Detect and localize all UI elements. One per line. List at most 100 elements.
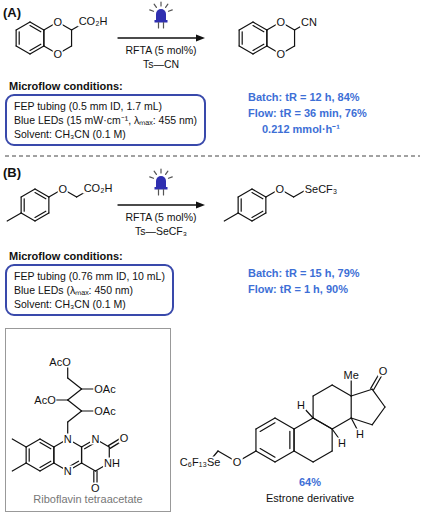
- bond-line: [26, 463, 40, 471]
- atom-label: CO₂H: [83, 183, 114, 194]
- bond-line: [29, 449, 30, 461]
- bond-line: [255, 429, 256, 451]
- bond-line: [256, 451, 275, 462]
- bond-line: [253, 46, 267, 54]
- atom-label: N: [63, 434, 73, 445]
- bond-line: [35, 189, 49, 197]
- led-dome: [156, 176, 166, 187]
- bond-line: [252, 213, 266, 221]
- atom-label: N: [63, 466, 73, 477]
- arrow-head: [196, 35, 205, 42]
- atom-label: O: [52, 49, 63, 60]
- reagent-label: RFTA (5 mol%): [125, 45, 198, 56]
- bond-line: [40, 461, 51, 467]
- bond-line: [289, 431, 290, 448]
- atom-label: Me: [343, 370, 360, 381]
- box-heading: Microflow conditions:: [9, 80, 123, 93]
- bond-line: [53, 447, 54, 463]
- bond-line: [275, 451, 294, 462]
- atom-label: NH: [103, 458, 121, 469]
- bond-line: [68, 411, 82, 422]
- bond-line: [239, 30, 240, 46]
- box-heading: Microflow conditions:: [9, 250, 123, 263]
- atom-label: H: [355, 429, 365, 440]
- bond-line: [35, 193, 46, 199]
- box-text: Blue LEDs (15 mW·cm⁻¹, λₘₐₓ: 455 nm): [14, 113, 197, 127]
- box-text: Blue LEDs (λₘₐₓ: 450 nm): [14, 283, 165, 297]
- box-text: Riboflavin tetraacetate: [33, 493, 142, 505]
- atom-label: O: [119, 433, 130, 444]
- bond-line: [166, 171, 168, 174]
- reagent-label: Ts—CN: [142, 59, 180, 70]
- led-base: [155, 20, 168, 23]
- bond-line: [238, 213, 252, 221]
- bond-line: [21, 197, 22, 213]
- bond-line: [118, 204, 199, 205]
- box-text: Solvent: CH₃CN (0.1 M): [14, 127, 197, 141]
- result-text: Batch: tR = 15 h, 79%: [248, 268, 360, 279]
- atom-label: C₆F₁₃Se: [179, 457, 222, 468]
- bond-line: [313, 418, 332, 429]
- bond-line: [252, 211, 263, 217]
- atom-label: O: [275, 17, 286, 28]
- bond-line: [81, 447, 82, 463]
- bond-line: [81, 447, 82, 463]
- bond-line: [12, 463, 26, 471]
- atom-label: O: [90, 483, 101, 494]
- bond-line: [294, 30, 295, 46]
- part-label: (B): [3, 166, 21, 179]
- bond-line: [293, 429, 294, 451]
- bond-line: [253, 26, 264, 32]
- bond-line: [21, 189, 35, 197]
- bond-line: [260, 423, 275, 432]
- structure-box: Riboflavin tetraacetate: [5, 328, 171, 512]
- atom-label: H: [337, 438, 347, 449]
- bond-line: [68, 400, 82, 411]
- bond-line: [372, 407, 385, 425]
- bond-line: [166, 4, 168, 7]
- part-label: (A): [3, 6, 21, 19]
- bond-line: [7, 213, 21, 221]
- divider-line: [5, 156, 420, 157]
- yield-label: 64%: [299, 477, 321, 488]
- bond-line: [313, 418, 332, 429]
- bond-line: [40, 439, 54, 447]
- atom-label: AcO: [48, 357, 71, 368]
- bond-line: [294, 418, 313, 429]
- bond-line: [43, 30, 44, 46]
- bond-line: [30, 26, 41, 32]
- bond-line: [294, 451, 313, 462]
- bond-line: [242, 32, 243, 44]
- bond-line: [30, 44, 41, 50]
- bond-line: [82, 463, 96, 471]
- bond-line: [26, 447, 27, 463]
- bond-line: [252, 189, 266, 197]
- bond-line: [293, 429, 294, 451]
- result-text: 0.212 mmol·h⁻¹: [262, 124, 340, 135]
- bond-line: [351, 396, 352, 418]
- bond-line: [239, 22, 253, 30]
- bond-line: [160, 169, 161, 173]
- bond-line: [16, 22, 30, 30]
- bond-line: [238, 189, 252, 197]
- bond-line: [252, 193, 263, 199]
- bond-line: [332, 429, 333, 451]
- conditions-box: Microflow conditions:FEP tubing (0.5 mm …: [5, 94, 206, 146]
- bond-line: [238, 197, 239, 213]
- bond-line: [118, 37, 199, 38]
- bond-line: [253, 22, 267, 30]
- bond-line: [351, 378, 352, 396]
- bond-line: [53, 447, 54, 463]
- bond-line: [19, 32, 20, 44]
- bond-line: [67, 366, 68, 378]
- bond-line: [158, 190, 159, 196]
- led-dome: [156, 9, 166, 20]
- bond-line: [266, 30, 267, 46]
- atom-label: CO₂H: [78, 16, 109, 27]
- bond-line: [158, 23, 159, 29]
- bond-line: [313, 451, 332, 462]
- atom-label: OAc: [93, 384, 116, 395]
- bond-line: [265, 197, 266, 213]
- bond-line: [351, 389, 372, 396]
- bond-line: [253, 44, 264, 50]
